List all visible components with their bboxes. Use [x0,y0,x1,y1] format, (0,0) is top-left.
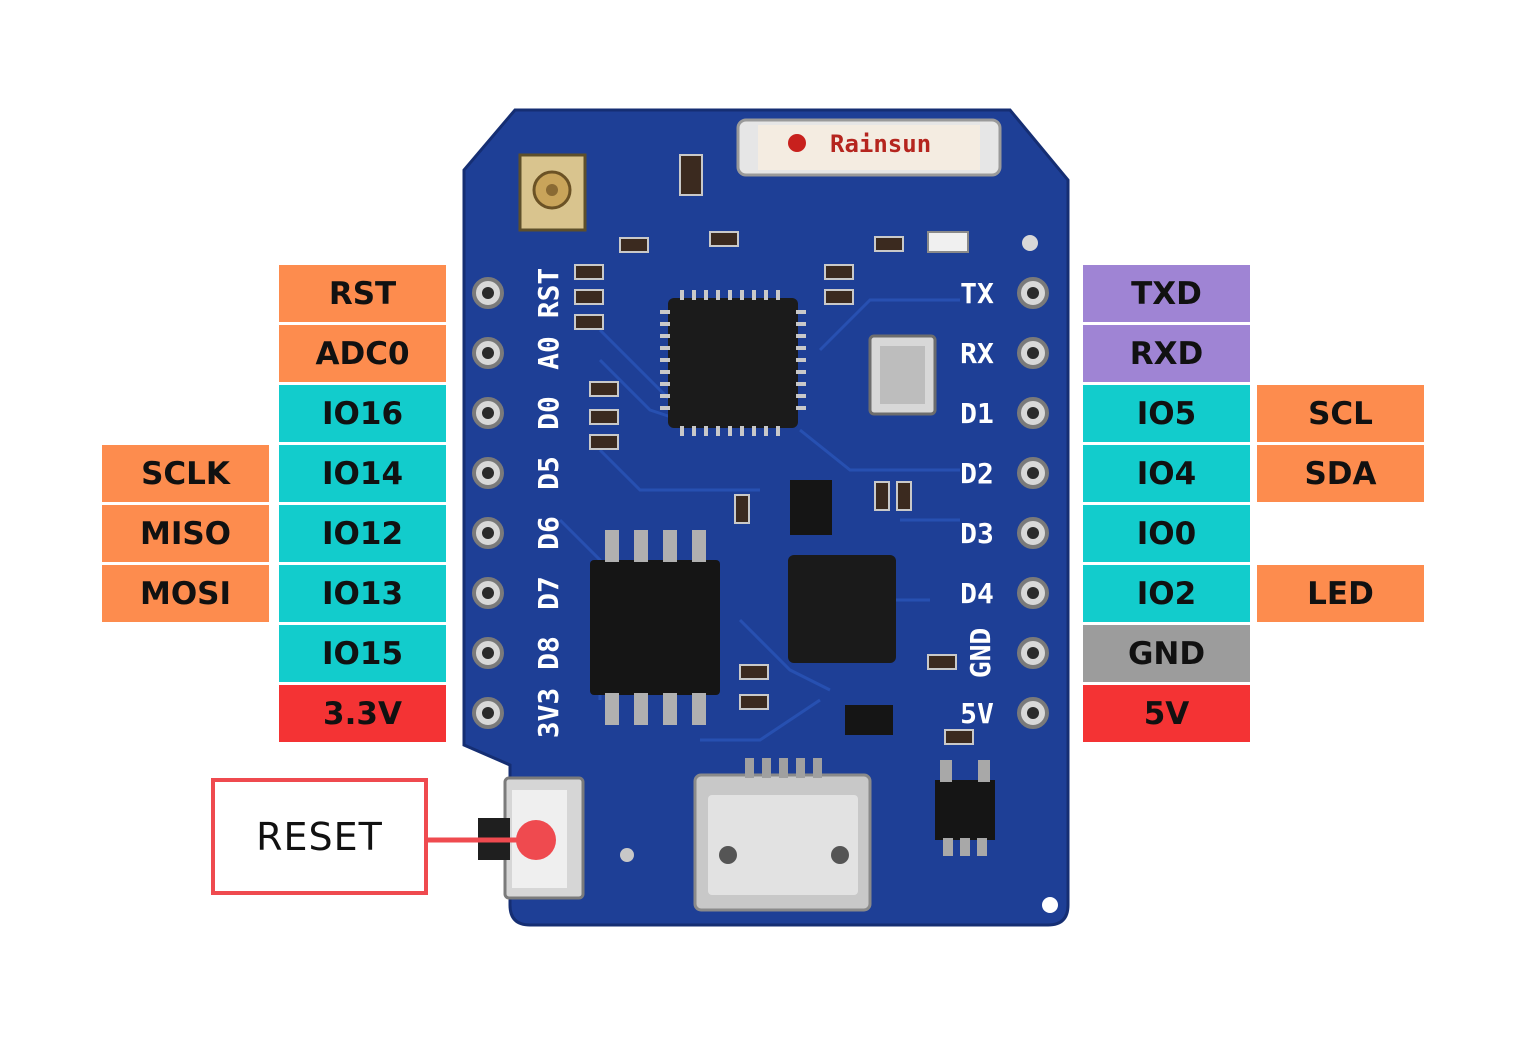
pin-label-5v: 5V [1083,685,1250,742]
voltage-regulator [935,760,995,856]
silkscreen-left-d8: D8 [532,636,565,670]
pin-label-scl: SCL [1257,385,1424,442]
silkscreen-right-gnd: GND [964,628,997,679]
pin-label-gnd: GND [1083,625,1250,682]
pin-label-io15: IO15 [279,625,446,682]
mcu-chip [660,290,806,436]
pin-label-rst: RST [279,265,446,322]
ufl-connector [518,153,587,232]
silkscreen-right-d4: D4 [960,577,994,610]
pin-label-io5: IO5 [1083,385,1250,442]
flash-chip [590,530,720,725]
left-header-holes [482,287,494,719]
pin-label-io12: IO12 [279,505,446,562]
mounting-hole [1022,235,1038,251]
pin-label-led: LED [1257,565,1424,622]
silkscreen-right-d1: D1 [960,397,994,430]
micro-usb-port [693,758,872,912]
silkscreen-right-5v: 5V [960,697,994,730]
pin-label-3v3: 3.3V [279,685,446,742]
pin-label-sda: SDA [1257,445,1424,502]
passive-components [574,154,974,745]
pin-label-sclk: SCLK [102,445,269,502]
silkscreen-left-d5: D5 [532,456,565,490]
pin-label-adc0: ADC0 [279,325,446,382]
silkscreen-right-d2: D2 [960,457,994,490]
small-ic [790,480,832,535]
silkscreen-left-3v3: 3V3 [532,688,565,739]
mounting-hole [1042,897,1058,913]
silkscreen-left-rst: RST [532,268,565,319]
crystal-oscillator [868,334,937,416]
pin-label-txd: TXD [1083,265,1250,322]
pin-label-io13: IO13 [279,565,446,622]
silkscreen-left-a0: A0 [532,336,565,370]
silkscreen-left-d7: D7 [532,576,565,610]
chip-antenna: Rainsun [736,118,1002,177]
antenna-brand-text: Rainsun [830,130,931,158]
silkscreen-right-rx: RX [960,337,994,370]
pin-label-io16: IO16 [279,385,446,442]
reset-callout-dot [516,820,556,860]
usb-serial-chip [788,555,896,663]
silkscreen-right-tx: TX [960,277,994,310]
silkscreen-left-d0: D0 [532,396,565,430]
silkscreen-left-d6: D6 [532,516,565,550]
right-header-holes [1027,287,1039,719]
pin-label-io2: IO2 [1083,565,1250,622]
silkscreen-right-d3: D3 [960,517,994,550]
pin-label-mosi: MOSI [102,565,269,622]
mounting-hole [620,848,634,862]
led-indicator [927,231,969,253]
pin-label-io4: IO4 [1083,445,1250,502]
reset-callout-label: RESET [211,778,428,895]
pin-label-miso: MISO [102,505,269,562]
diode [845,705,893,735]
pin-label-io14: IO14 [279,445,446,502]
pin-label-rxd: RXD [1083,325,1250,382]
reset-switch [478,776,585,900]
pin-label-io0: IO0 [1083,505,1250,562]
